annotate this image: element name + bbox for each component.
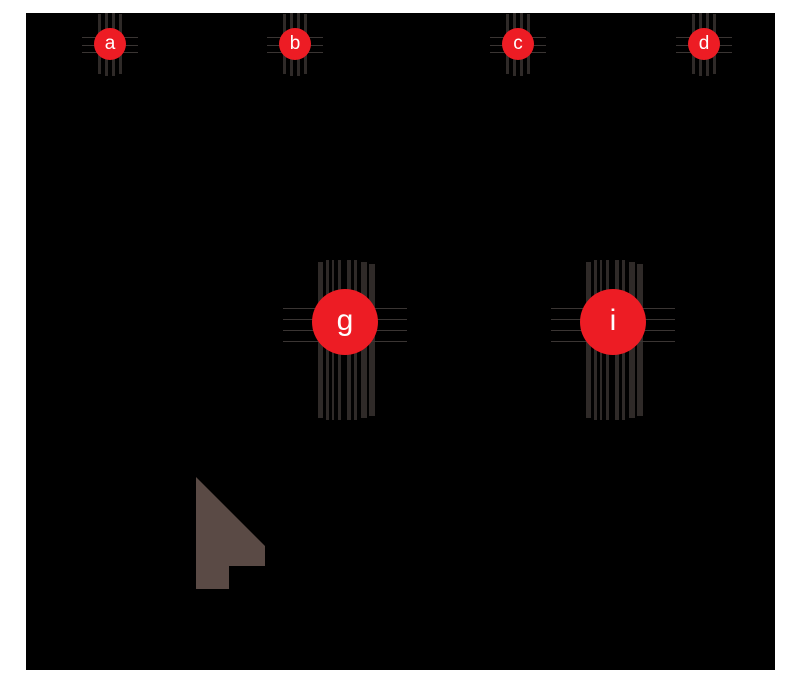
marker-label: b [289, 32, 301, 54]
marker-label: i [609, 304, 617, 337]
marker-a[interactable]: a [94, 28, 126, 60]
marker-g[interactable]: g [312, 289, 378, 355]
marker-label: a [104, 32, 116, 54]
marker-d[interactable]: d [688, 28, 720, 60]
marker-label: g [336, 304, 354, 337]
mouse-pointer-cursor [170, 464, 285, 595]
marker-label: c [513, 32, 523, 54]
marker-c[interactable]: c [502, 28, 534, 60]
marker-b[interactable]: b [279, 28, 311, 60]
marker-label: d [698, 32, 710, 54]
marker-i[interactable]: i [580, 289, 646, 355]
cursor-arrow-icon [196, 477, 285, 595]
black-canvas: a b c d g i [26, 13, 775, 670]
